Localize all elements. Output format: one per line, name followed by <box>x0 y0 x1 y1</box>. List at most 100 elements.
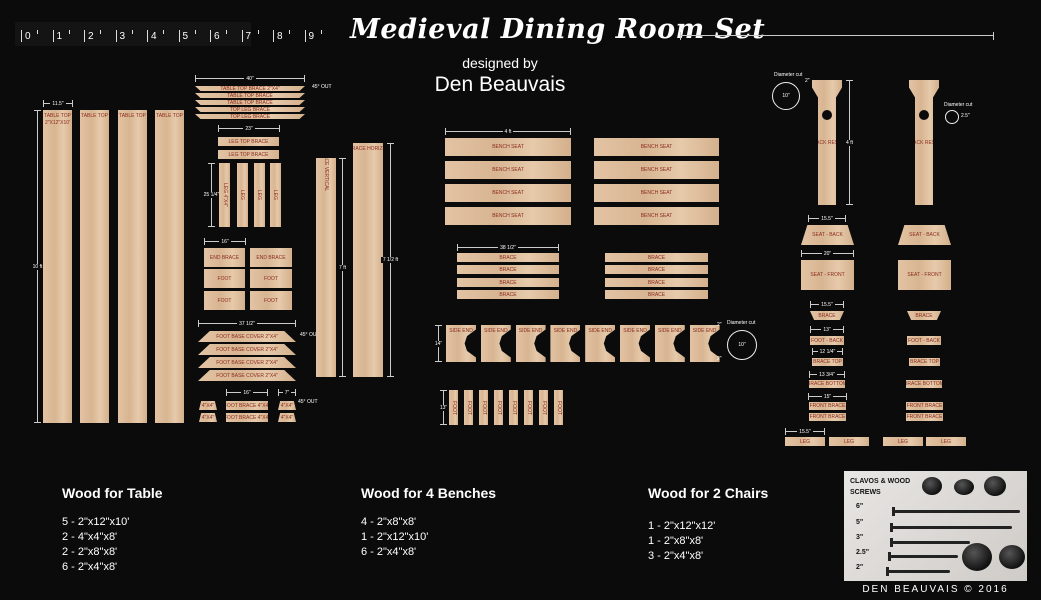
clavo-icon <box>922 477 942 495</box>
piece-label: BACK REST <box>909 139 939 146</box>
piece-label: SIDE END <box>518 328 543 334</box>
piece-label: FOOT - BACK <box>811 337 843 344</box>
screw-size: 2" <box>856 564 864 571</box>
piece-label: BRACE BOTTOM <box>906 381 942 387</box>
ruler-tick: 0 <box>21 30 31 42</box>
bench-seat: BENCH SEAT <box>445 184 571 202</box>
materials-table: Wood for Table 5 - 2"x12"x10' 2 - 4"x4"x… <box>62 485 163 575</box>
materials-chairs: Wood for 2 Chairs 1 - 2"x12"x12' 1 - 2"x… <box>648 485 768 564</box>
table-leg: LEG <box>237 163 248 227</box>
ruler-tick: 4 <box>147 30 157 42</box>
copyright: DEN BEAUVAIS © 2016 <box>862 584 1009 595</box>
piece-label: END BRACE <box>209 254 240 261</box>
dimension-label: 23" <box>243 125 255 132</box>
ruler-minor-tick <box>163 30 164 34</box>
chair-brace: BRACE <box>810 311 844 320</box>
note: 45° OUT <box>298 399 318 405</box>
piece-label: SEAT - BACK <box>812 232 843 238</box>
dimension-line: 38 1/2" <box>457 244 559 251</box>
ruler-minor-tick <box>131 30 133 34</box>
piece-label: FOOT <box>495 400 502 415</box>
piece-label: LEG BRACE VERTICAL <box>323 158 329 192</box>
table-leg: LEG <box>270 163 281 227</box>
piece-label: FOOT <box>264 275 278 282</box>
screw-3in <box>890 538 970 547</box>
piece-label: TABLE TOP BRACE <box>227 93 273 98</box>
foot-base-cover: FOOT BASE COVER 2"X4" <box>198 370 296 381</box>
dimension-label: 10" <box>782 93 790 99</box>
dimension-label: 7 1/2 ft <box>380 257 401 263</box>
brace-top: BRACE TOP <box>812 358 843 366</box>
seat-back: SEAT - BACK <box>898 225 951 245</box>
piece-label: 4"X4" <box>280 402 294 409</box>
seat-front: SEAT - FRONT <box>801 260 854 290</box>
dimension-label: 15" <box>821 393 834 400</box>
piece-label: LEG <box>272 189 279 201</box>
bench-brace: BRACE <box>605 253 708 262</box>
bench-side-end: SIDE END <box>446 325 476 362</box>
dimension-label: 13" <box>821 326 833 333</box>
dimension-line: 11.5" <box>43 100 73 107</box>
ruler-minor-tick <box>289 30 290 34</box>
screw-6in <box>892 507 1020 516</box>
piece-label: FOOT <box>525 400 532 415</box>
designer-name: Den Beauvais <box>434 73 566 96</box>
dimension-line: 40" <box>195 75 305 82</box>
foot-brace: FOOT BRACE 4"X4" <box>226 413 268 422</box>
screw-size: 6" <box>856 503 864 510</box>
material-item: 1 - 2"x12"x12' <box>648 520 716 532</box>
front-brace: FRONT BRACE <box>906 402 943 410</box>
dimension-label: 15.5" <box>819 301 835 308</box>
chair-leg: LEG <box>829 437 869 446</box>
piece-label: TABLE TOP <box>156 113 183 119</box>
bench-foot: FOOT <box>524 390 533 425</box>
note: 2" <box>717 356 722 362</box>
ruler-minor-tick <box>37 30 38 34</box>
back-rest: BACK REST <box>909 80 939 205</box>
material-item: 5 - 2"x12"x10' <box>62 516 130 528</box>
piece-label: 4"X4" <box>280 414 294 421</box>
material-item: 1 - 2"x8"x8' <box>648 535 704 547</box>
piece-label: TOP LEG BRACE <box>229 107 271 112</box>
ruler-minor-tick <box>320 30 322 34</box>
piece-label: FOOT <box>465 400 472 415</box>
table-foot: FOOT <box>250 269 292 288</box>
piece-label: BENCH SEAT <box>492 144 524 150</box>
dimension-label: 4 ft <box>502 128 514 135</box>
piece-label: LEG <box>940 438 951 445</box>
bench-brace: BRACE <box>457 253 559 262</box>
foot-base-cover: FOOT BASE COVER 2"X4" <box>198 344 296 355</box>
dimension-line: 37 1/2" <box>198 320 296 327</box>
dimension-line: 23" <box>218 125 280 132</box>
dimension-label: 15.5" <box>797 428 813 435</box>
end-brace: END BRACE <box>204 248 245 267</box>
chair-leg: LEG <box>926 437 966 446</box>
bench-seat: BENCH SEAT <box>594 184 719 202</box>
table-leg: LEG <box>254 163 265 227</box>
piece-label: LEG <box>239 189 246 201</box>
table-top-plank: TABLE TOP <box>80 110 109 423</box>
piece-label: SIDE END <box>449 328 473 334</box>
piece-label: SIDE END <box>588 328 612 334</box>
piece-label: FOOT BASE COVER 2"X4" <box>216 346 278 353</box>
foot-base-cover: FOOT BASE COVER 2"X4" <box>198 357 296 368</box>
piece-label: BRACE <box>647 279 666 286</box>
ruler-minor-tick <box>68 30 70 34</box>
piece-label: FOOT - BACK <box>908 337 940 344</box>
piece-label: TOP LEG BRACE <box>229 114 271 119</box>
front-brace: FRONT BRACE <box>809 402 846 410</box>
piece-label: BENCH SEAT <box>640 144 673 150</box>
foot-brace: FOOT BRACE 4"X4" <box>226 401 268 410</box>
piece-label: FOOT BASE COVER 2"X4" <box>216 333 278 340</box>
piece-label: BRACE <box>915 312 933 319</box>
dimension-line: 7 ft <box>337 158 348 377</box>
bench-side-end: SIDE END <box>689 325 720 362</box>
piece-label: FOOT <box>450 400 457 415</box>
piece-label: FOOT <box>510 400 517 415</box>
quatrefoil-cutout-icon <box>822 110 832 120</box>
foot-base-cover: FOOT BASE COVER 2"X4" <box>198 331 296 342</box>
clavo-icon <box>999 545 1025 569</box>
screw-5in <box>890 523 1012 532</box>
dimension-line: 25 1/4" <box>201 163 222 227</box>
